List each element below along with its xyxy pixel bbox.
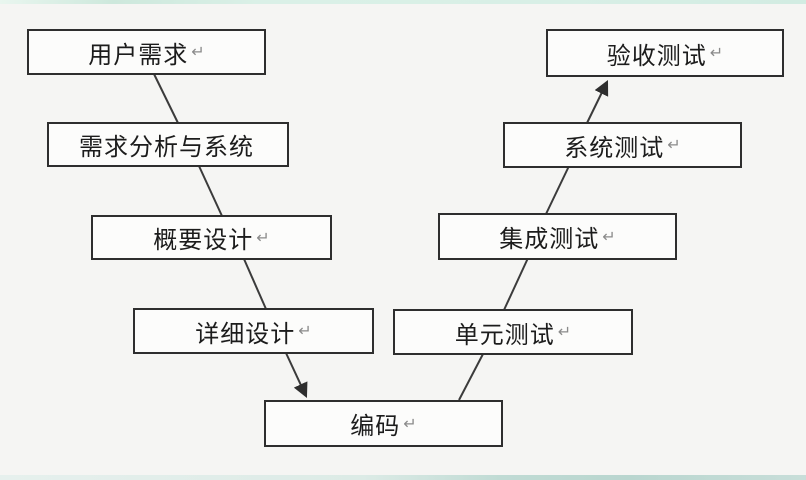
node-label: 单元测试: [454, 320, 555, 349]
return-mark-icon: ↵: [298, 321, 312, 340]
node-high-level-design: 概要设计↵: [91, 215, 332, 260]
edge-user-requirements-to-requirements-analysis: [153, 73, 179, 124]
node-acceptance-test: 验收测试↵: [546, 29, 784, 77]
return-mark-icon: ↵: [602, 226, 616, 246]
node-label: 验收测试: [606, 41, 707, 70]
node-system-test: 系统测试↵: [503, 122, 742, 168]
bottom-accent-strip: [0, 475, 806, 480]
edge-coding-to-unit-test: [458, 353, 484, 401]
node-label: 集成测试: [499, 225, 600, 253]
return-mark-icon: ↵: [403, 413, 417, 433]
edge-requirements-analysis-to-high-level-design: [198, 165, 223, 217]
node-coding: 编码↵: [264, 400, 503, 447]
edge-detailed-design-to-coding-arrow: [285, 352, 308, 399]
node-label: 用户需求: [88, 40, 189, 69]
return-mark-icon: ↵: [667, 135, 681, 154]
return-mark-icon: ↵: [557, 322, 572, 341]
node-requirements-analysis: 需求分析与系统: [47, 122, 289, 167]
return-mark-icon: ↵: [191, 42, 205, 61]
top-accent-strip: [0, 0, 806, 4]
node-user-requirements: 用户需求↵: [27, 29, 266, 75]
node-label: 编码: [350, 412, 401, 440]
return-mark-icon: ↵: [256, 227, 270, 247]
node-integration-test: 集成测试↵: [438, 213, 677, 260]
node-label: 详细设计: [195, 319, 296, 348]
return-mark-icon: ↵: [709, 43, 724, 62]
node-label: 概要设计: [153, 226, 254, 254]
edge-high-level-design-to-detailed-design: [243, 258, 267, 310]
edge-system-test-to-acceptance-test-arrow: [586, 79, 609, 124]
edge-unit-test-to-integration-test: [503, 257, 529, 311]
node-detailed-design: 详细设计↵: [133, 308, 374, 354]
node-unit-test: 单元测试↵: [393, 309, 633, 355]
edge-integration-test-to-system-test: [545, 165, 570, 215]
node-label: 需求分析与系统: [79, 133, 254, 161]
node-label: 系统测试: [564, 133, 665, 162]
